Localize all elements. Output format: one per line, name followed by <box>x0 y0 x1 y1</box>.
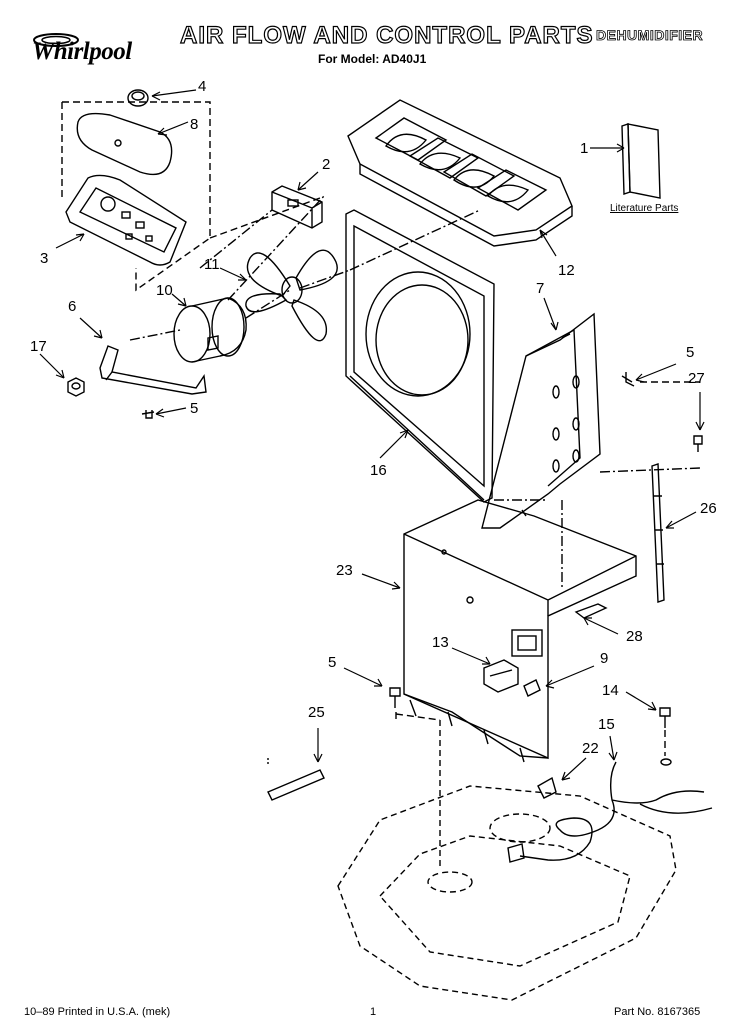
strain-relief-part <box>537 776 557 799</box>
callout-22: 22 <box>582 740 599 757</box>
motor-bracket-part <box>99 345 207 395</box>
callout-10: 10 <box>156 282 173 299</box>
page-title: AIR FLOW AND CONTROL PARTS <box>179 21 594 49</box>
callout-14: 14 <box>602 682 619 699</box>
callout-8: 8 <box>190 116 199 133</box>
callout-6: 6 <box>68 298 77 315</box>
axis-line <box>494 467 701 590</box>
fan-shroud-part <box>345 209 495 503</box>
callout-25: 25 <box>308 704 325 721</box>
bucket-clip-part <box>523 679 541 697</box>
axis-line <box>129 209 481 341</box>
callout-26: 26 <box>700 500 717 517</box>
axis-line <box>199 195 325 301</box>
control-overlay-part <box>76 112 173 176</box>
screw-part <box>141 410 155 419</box>
axis-line <box>395 712 441 721</box>
brand-name: Whirlpool <box>32 38 132 65</box>
control-housing-part <box>65 174 187 266</box>
literature-book-part <box>621 123 661 199</box>
tie-strap-part <box>267 758 325 801</box>
screw-part <box>693 435 703 452</box>
callout-28: 28 <box>626 628 643 645</box>
callout-17: 17 <box>30 338 47 355</box>
leader-lines <box>39 89 705 781</box>
baffle-plate-part <box>481 312 601 529</box>
callout-15: 15 <box>598 716 615 733</box>
fan-motor-part <box>173 297 247 363</box>
cabinet-part <box>403 499 637 763</box>
heater-rod-part <box>651 463 665 603</box>
base-pan-part <box>337 720 677 1001</box>
top-grille-part <box>347 99 573 247</box>
callout-5-lower: 5 <box>328 654 337 671</box>
float-switch-part <box>483 659 519 693</box>
callout-2: 2 <box>322 156 331 173</box>
screw-part <box>659 707 672 766</box>
screw-part <box>621 372 635 387</box>
callout-11: 11 <box>204 256 220 273</box>
callout-12: 12 <box>558 262 575 279</box>
callout-5-right: 5 <box>686 344 695 361</box>
whirlpool-logo: Whirlpool <box>26 30 156 75</box>
axis-line <box>209 197 321 239</box>
logo-swoosh-icon <box>33 33 79 47</box>
callout-9: 9 <box>600 650 609 667</box>
callout-3: 3 <box>40 250 49 267</box>
callout-13: 13 <box>432 634 449 651</box>
nut-part <box>67 377 85 397</box>
product-category: DEHUMIDIFIER <box>596 27 704 44</box>
screw-part <box>389 687 401 708</box>
fan-blade-part <box>245 249 338 342</box>
control-group-outline <box>61 101 211 292</box>
callout-1: 1 <box>580 140 589 157</box>
callout-7: 7 <box>536 280 545 297</box>
model-number: For Model: AD40J1 <box>318 52 427 66</box>
part-number: Part No. 8167365 <box>614 1006 701 1018</box>
callout-27: 27 <box>688 370 705 387</box>
callout-23: 23 <box>336 562 353 579</box>
callout-16: 16 <box>370 462 387 479</box>
power-cord-part <box>507 761 713 863</box>
knob-part <box>127 89 149 107</box>
print-date-info: 10–89 Printed in U.S.A. (mek) <box>24 1006 171 1018</box>
literature-parts-label: Literature Parts <box>610 203 679 214</box>
callout-4: 4 <box>198 78 207 95</box>
page-number: 1 <box>370 1006 377 1018</box>
callout-5-left: 5 <box>190 400 199 417</box>
